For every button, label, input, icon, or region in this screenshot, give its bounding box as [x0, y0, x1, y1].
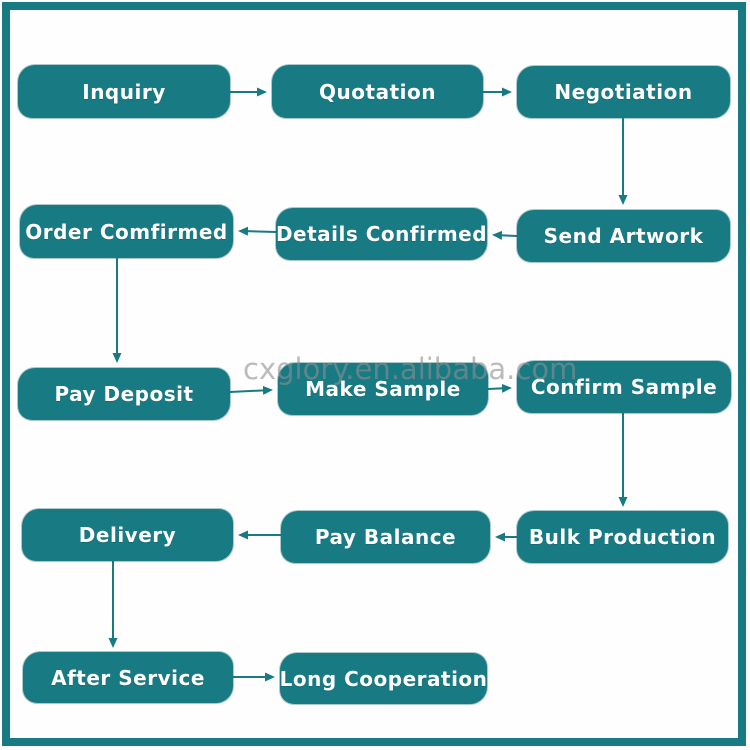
node-send-artwork: Send Artwork: [517, 210, 730, 262]
node-inquiry-label: Inquiry: [82, 79, 166, 104]
node-confirm-sample: Confirm Sample: [517, 361, 731, 413]
arrow-detailsconfirmed-ordercomfirmed: [238, 226, 277, 236]
arrow-makesample-confirmsample: [487, 383, 512, 393]
node-long-cooperation: Long Cooperation: [280, 653, 487, 704]
node-delivery-label: Delivery: [78, 523, 177, 547]
node-after-service: After Service: [23, 652, 233, 703]
node-confirm-sample-label: Confirm Sample: [530, 375, 718, 399]
arrow-sendartwork-detailsconfirmed: [492, 230, 518, 240]
node-details-confirmed: Details Confirmed: [276, 208, 487, 260]
node-pay-balance-label: Pay Balance: [314, 525, 457, 549]
node-make-sample-label: Make Sample: [305, 377, 461, 401]
node-quotation: Quotation: [272, 65, 483, 118]
node-long-cooperation-label: Long Cooperation: [279, 666, 488, 691]
node-order-comfirmed-label: Order Comfirmed: [25, 219, 228, 244]
node-inquiry: Inquiry: [18, 65, 230, 118]
node-pay-deposit-label: Pay Deposit: [54, 382, 194, 406]
node-negotiation-label: Negotiation: [554, 80, 693, 104]
node-pay-balance: Pay Balance: [281, 511, 490, 563]
node-bulk-production: Bulk Production: [517, 511, 728, 563]
node-details-confirmed-label: Details Confirmed: [275, 222, 488, 246]
node-delivery: Delivery: [22, 509, 233, 561]
node-quotation-label: Quotation: [319, 79, 436, 104]
node-order-comfirmed: Order Comfirmed: [20, 205, 233, 258]
node-after-service-label: After Service: [51, 665, 205, 690]
arrow-paydeposit-makesample: [229, 385, 273, 395]
node-send-artwork-label: Send Artwork: [543, 224, 704, 248]
node-negotiation: Negotiation: [517, 66, 730, 118]
node-pay-deposit: Pay Deposit: [18, 368, 230, 420]
node-make-sample: Make Sample: [278, 363, 488, 415]
node-bulk-production-label: Bulk Production: [528, 525, 717, 549]
